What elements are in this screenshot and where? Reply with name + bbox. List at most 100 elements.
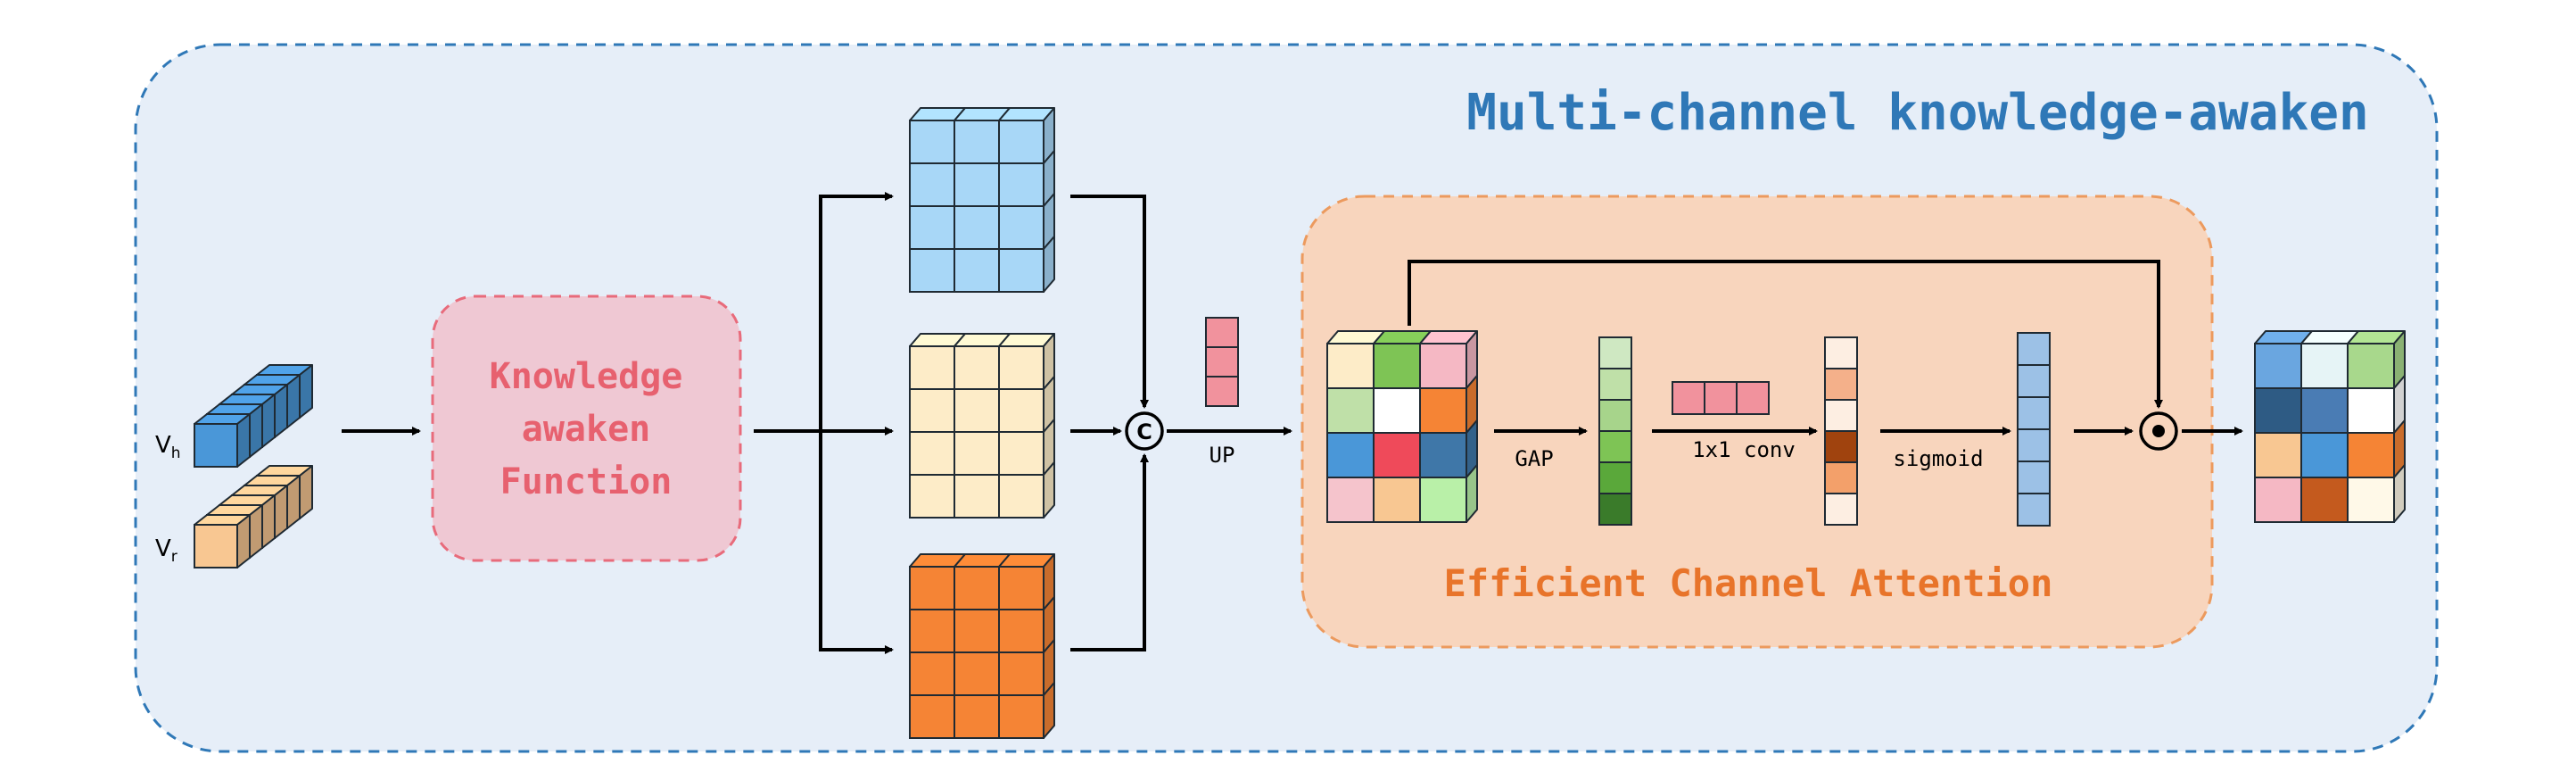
vector-cell [194,423,238,468]
vr-label: Vr [155,535,178,566]
grid-cell [954,566,1000,610]
bar-cell [1824,430,1858,463]
arrow-to-orange [819,431,894,654]
vector-side-face [299,364,313,419]
diagram-title: Multi-channel knowledge-awaken [1466,84,2368,142]
grid-cell [1373,432,1421,478]
bar-cell [2017,461,2051,494]
vector-side-face [299,465,313,519]
skip-connection-arrow [1408,260,2163,409]
bar-cell [1824,493,1858,526]
grid-cell [2254,432,2302,478]
grid-cell [909,248,955,293]
connectors [342,192,2243,654]
grid-cell [1326,343,1375,389]
grid-cell [2300,343,2349,389]
grid-cell [954,120,1000,164]
kaf-box [431,295,742,562]
grid-cell [954,345,1000,390]
grid-cell [2254,387,2302,434]
grid-cell [1326,432,1375,478]
vector-side-face [261,494,276,549]
grid-cell [954,651,1000,696]
vector-side-face [286,374,301,428]
grid-cell [2300,387,2349,434]
grid-cell [909,388,955,433]
grid-cell [998,694,1044,739]
grid-cell [954,694,1000,739]
multiply-dot [2152,425,2165,437]
vector-side-face [249,403,263,458]
grid-cell [909,694,955,739]
kaf-label-line2: awaken [522,409,651,450]
bar-cell [1824,461,1858,494]
grid-cell [909,345,955,390]
grid-cell [909,205,955,250]
grid-cell [998,431,1044,476]
kaf-label-line1: Knowledge [490,356,683,397]
grid-cell [998,474,1044,519]
grid-cell [998,651,1044,696]
grid-cell [954,609,1000,653]
grid-cell [909,566,955,610]
up-label: UP [1210,443,1235,468]
bar-cell [1598,461,1632,494]
vr-vector [194,465,313,568]
grid-cell [998,162,1044,207]
bar-cell [1205,376,1239,407]
blue-feature-cube [909,107,1055,293]
grid-cell [909,474,955,519]
grid-cell [954,162,1000,207]
grid-cell [954,431,1000,476]
multiply-symbol [2139,411,2178,451]
grid-cell [998,609,1044,653]
kaf-label-line3: Function [500,461,673,502]
grid-cell [998,205,1044,250]
gap-label: GAP [1515,446,1553,471]
grid-cell [2347,387,2395,434]
output-cube [2254,330,2406,523]
concat-symbol [1125,411,1164,451]
grid-cell [1373,343,1421,389]
grid-cell [2300,477,2349,523]
grid-cell [909,120,955,164]
conv-label: 1x1 conv [1692,437,1796,462]
vector-side-face [261,394,276,448]
grid-cell [909,609,955,653]
kernel-cell [1704,381,1738,415]
grid-cell [1419,477,1467,523]
vh-label: Vh [155,432,181,462]
bar-cell [1598,430,1632,463]
grid-cell [954,205,1000,250]
bar-cell [2017,396,2051,430]
grid-cell [2347,432,2395,478]
grid-cell [954,388,1000,433]
grid-cell [998,120,1044,164]
kernel-cell [1672,381,1705,415]
concat-letter: C [1136,419,1152,444]
grid-cell [998,345,1044,390]
vector-side-face [274,384,288,438]
grid-cell [2254,477,2302,523]
bar-cell [1824,336,1858,369]
grid-cell [1419,387,1467,434]
arrow-to-blue [819,192,894,431]
grid-cell [998,388,1044,433]
sigmoid-output-bar [2017,332,2051,527]
up-bar [1205,317,1239,407]
orange-feature-cube [909,553,1055,739]
conv-kernel [1672,381,1770,415]
vector-side-face [249,504,263,559]
bar-cell [2017,332,2051,366]
gap-vector-bar [1598,336,1632,526]
vh-vector [194,364,313,468]
sigmoid-label: sigmoid [1893,446,1983,471]
vector-cell [194,524,238,568]
conv-output-bar [1824,336,1858,526]
grid-cell [1326,477,1375,523]
arrow-blue-to-concat [1070,195,1149,409]
grid-cell [1419,432,1467,478]
bar-cell [2017,493,2051,527]
grid-cell [1326,387,1375,434]
